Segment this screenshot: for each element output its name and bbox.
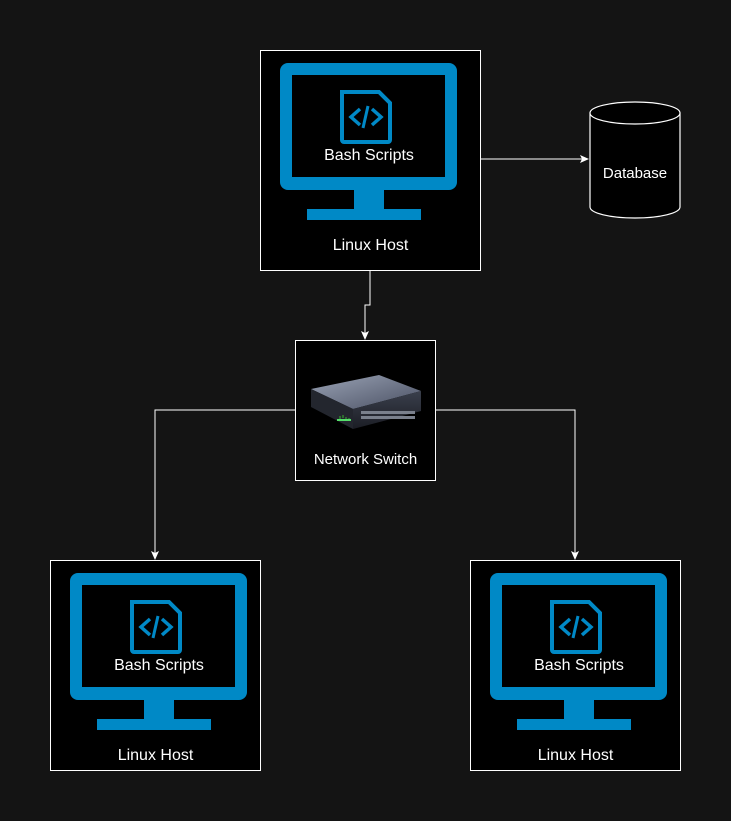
network-switch-node[interactable]: Network Switch bbox=[295, 340, 436, 481]
node-label: Linux Host bbox=[537, 747, 614, 764]
linux-host-left[interactable]: Bash Scripts Linux Host bbox=[50, 560, 261, 771]
code-file-icon bbox=[550, 600, 602, 654]
screen-text: Bash Scripts bbox=[324, 147, 414, 164]
code-file-icon bbox=[340, 90, 392, 144]
screen-text: Bash Scripts bbox=[114, 657, 204, 674]
node-label: Linux Host bbox=[332, 237, 409, 254]
monitor-icon bbox=[70, 573, 247, 730]
database-label: Database bbox=[602, 165, 668, 182]
linux-host-top[interactable]: Bash Scripts Linux Host bbox=[260, 50, 481, 271]
monitor-icon bbox=[490, 573, 667, 730]
edge-switch-to-right-host bbox=[435, 409, 579, 560]
network-switch-icon bbox=[311, 375, 421, 429]
linux-host-right[interactable]: Bash Scripts Linux Host bbox=[470, 560, 681, 771]
database-cylinder-icon[interactable] bbox=[588, 99, 683, 221]
node-label: Linux Host bbox=[117, 747, 194, 764]
screen-text: Bash Scripts bbox=[534, 657, 624, 674]
monitor-icon bbox=[280, 63, 457, 220]
edge-top-host-to-switch bbox=[361, 270, 371, 340]
edge-switch-to-left-host bbox=[151, 409, 296, 560]
code-file-icon bbox=[130, 600, 182, 654]
node-label: Network Switch bbox=[313, 451, 418, 468]
